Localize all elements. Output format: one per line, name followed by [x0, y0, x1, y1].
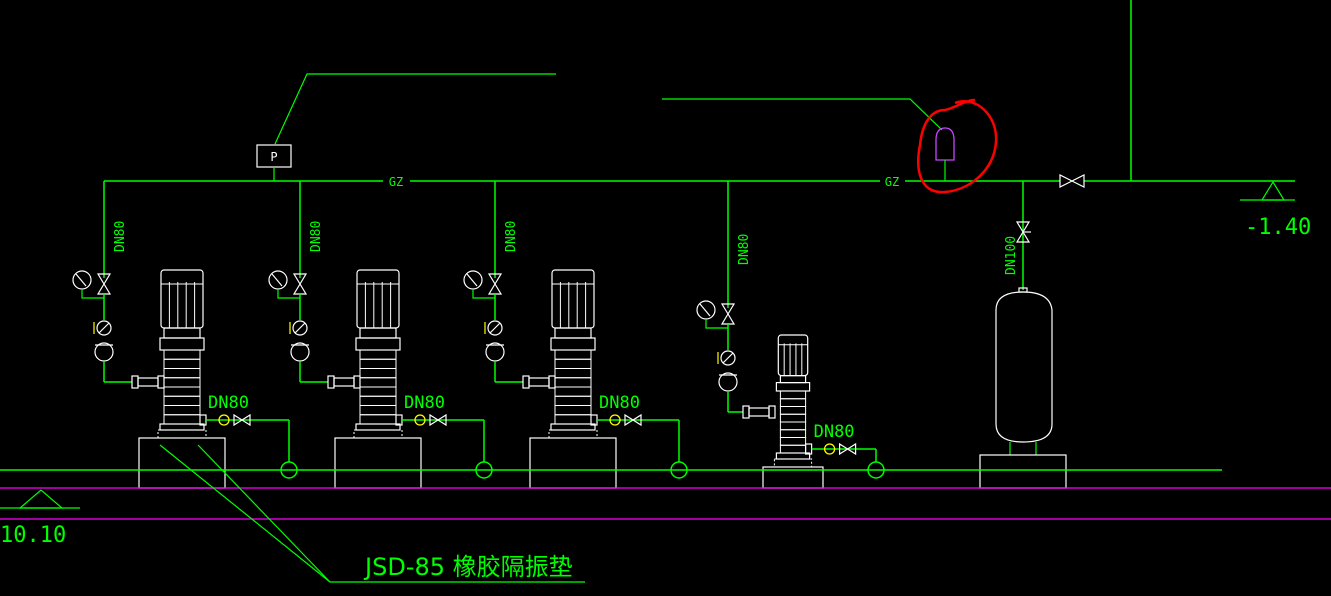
branch-label-3: DN80	[504, 221, 519, 252]
branch-label-4: DN80	[737, 234, 752, 265]
pressure-tank	[979, 181, 1067, 489]
markup-circle	[917, 98, 998, 194]
main-gate-valve	[1059, 174, 1085, 188]
elevation-marker-left	[0, 489, 80, 509]
pad-note-leader	[159, 444, 585, 583]
air-vent	[662, 98, 955, 181]
pad-note-text: JSD-85 橡胶隔振垫	[363, 553, 573, 581]
branch-label-1: DN80	[113, 221, 128, 252]
elevation-text-right: -1.40	[1245, 215, 1311, 240]
pressure-box-label: P	[270, 150, 277, 164]
pipe-label-gz-right: GZ	[885, 175, 899, 189]
branch-label-2: DN80	[309, 221, 324, 252]
outlet-label-1: DN80	[208, 393, 249, 413]
pipe-label-gz-left: GZ	[389, 175, 403, 189]
pressure-transmitter	[256, 73, 556, 181]
outlet-label-4: DN80	[814, 422, 855, 442]
outlet-label-3: DN80	[599, 393, 640, 413]
elevation-text-left: 10.10	[0, 523, 66, 548]
outlet-label-2: DN80	[404, 393, 445, 413]
elevation-marker-right	[1240, 180, 1295, 201]
tank-branch-label: DN100	[1004, 236, 1019, 275]
